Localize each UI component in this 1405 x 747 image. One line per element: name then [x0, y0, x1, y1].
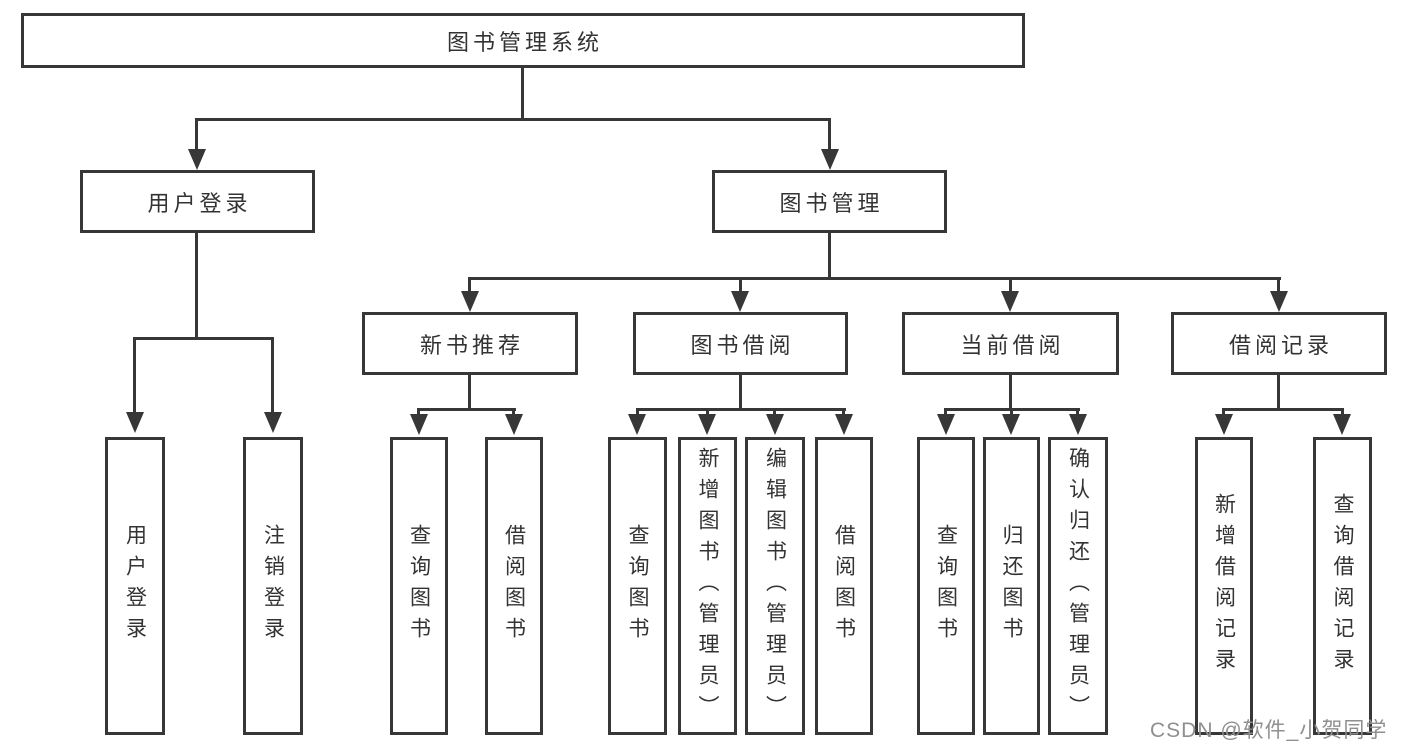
arrowhead-down-icon: [628, 414, 646, 435]
connector-line: [1010, 408, 1013, 416]
connector-line: [739, 375, 742, 408]
connector-line: [468, 277, 471, 293]
arrowhead-down-icon: [698, 414, 716, 435]
arrowhead-down-icon: [188, 149, 206, 170]
leaf-node-edit-book-admin: 编辑图书（管理员）: [745, 437, 805, 735]
leaf-node-label: 查询借阅记录: [1331, 493, 1354, 679]
group-node-label: 当前借阅: [960, 332, 1065, 358]
leaf-node-label: 归还图书: [1000, 524, 1023, 648]
arrowhead-down-icon: [1215, 414, 1233, 435]
connector-line: [828, 233, 831, 279]
arrowhead-down-icon: [1069, 414, 1087, 435]
connector-line: [842, 408, 845, 416]
arrowhead-down-icon: [731, 291, 749, 312]
group-node-label: 新书推荐: [419, 332, 524, 358]
arrowhead-down-icon: [264, 412, 282, 433]
connector-line: [1009, 375, 1012, 408]
connector-line: [706, 408, 709, 416]
connector-line: [468, 277, 1281, 280]
leaf-node-label: 查询图书: [626, 524, 649, 648]
root-node-system: 图书管理系统: [21, 13, 1025, 68]
leaf-node-label: 用户登录: [123, 524, 147, 648]
arrowhead-down-icon: [1270, 291, 1288, 312]
leaf-node-label: 确认归还（管理员）: [1066, 446, 1090, 726]
leaf-node-label: 新增图书（管理员）: [696, 446, 719, 726]
connector-line: [417, 408, 420, 416]
connector-line: [195, 118, 831, 121]
arrowhead-down-icon: [835, 414, 853, 435]
leaf-node-query-books-current: 查询图书: [917, 437, 975, 735]
group-node-book-borrow: 图书借阅: [633, 312, 848, 375]
connector-line: [512, 408, 515, 416]
leaf-node-query-borrow-record: 查询借阅记录: [1313, 437, 1372, 735]
arrowhead-down-icon: [1001, 291, 1019, 312]
leaf-node-borrow-books-recommend: 借阅图书: [485, 437, 543, 735]
connector-line: [1222, 408, 1225, 416]
arrowhead-down-icon: [821, 149, 839, 170]
leaf-node-label: 注销登录: [261, 524, 285, 648]
connector-line: [468, 375, 471, 408]
connector-line: [1222, 408, 1344, 411]
leaf-node-label: 借阅图书: [832, 524, 856, 648]
connector-line: [271, 337, 274, 414]
connector-line: [195, 118, 198, 154]
leaf-node-add-borrow-record: 新增借阅记录: [1195, 437, 1253, 735]
group-node-label: 图书借阅: [690, 332, 795, 358]
group-node-current-borrow: 当前借阅: [902, 312, 1119, 375]
branch-node-label: 用户登录: [147, 190, 252, 216]
group-node-label: 借阅记录: [1228, 332, 1333, 358]
leaf-node-query-books-recommend: 查询图书: [390, 437, 448, 735]
connector-line: [417, 408, 516, 411]
connector-line: [944, 408, 947, 416]
connector-line: [636, 408, 639, 416]
leaf-node-borrow-books: 借阅图书: [815, 437, 873, 735]
leaf-node-user-login: 用户登录: [105, 437, 165, 735]
leaf-node-label: 查询图书: [407, 524, 431, 648]
leaf-node-return-book: 归还图书: [983, 437, 1040, 735]
branch-node-book-management: 图书管理: [712, 170, 947, 233]
leaf-node-confirm-return-admin: 确认归还（管理员）: [1048, 437, 1108, 735]
group-node-borrow-records: 借阅记录: [1171, 312, 1387, 375]
arrowhead-down-icon: [766, 414, 784, 435]
root-node-label: 图书管理系统: [446, 29, 603, 55]
connector-line: [195, 233, 198, 337]
leaf-node-label: 新增借阅记录: [1212, 493, 1236, 679]
arrowhead-down-icon: [126, 412, 144, 433]
connector-line: [133, 337, 274, 340]
branch-node-label: 图书管理: [779, 190, 884, 216]
arrowhead-down-icon: [937, 414, 955, 435]
leaf-node-add-book-admin: 新增图书（管理员）: [678, 437, 737, 735]
leaf-node-logout: 注销登录: [243, 437, 303, 735]
leaf-node-label: 借阅图书: [502, 524, 526, 648]
connector-line: [773, 408, 776, 416]
connector-line: [636, 408, 846, 411]
arrowhead-down-icon: [461, 291, 479, 312]
connector-line: [739, 277, 742, 293]
arrowhead-down-icon: [410, 414, 428, 435]
connector-line: [1076, 408, 1079, 416]
csdn-watermark: CSDN @软件_小贺同学: [1150, 719, 1388, 742]
arrowhead-down-icon: [1333, 414, 1351, 435]
branch-node-user-login: 用户登录: [80, 170, 315, 233]
connector-line: [828, 118, 831, 154]
connector-line: [1009, 277, 1012, 293]
arrowhead-down-icon: [505, 414, 523, 435]
connector-line: [1341, 408, 1344, 416]
group-node-new-book-recommend: 新书推荐: [362, 312, 578, 375]
connector-line: [133, 337, 136, 414]
leaf-node-label: 查询图书: [934, 524, 958, 648]
connector-line: [521, 68, 524, 118]
leaf-node-label: 编辑图书（管理员）: [763, 446, 787, 726]
leaf-node-query-books-borrow: 查询图书: [608, 437, 667, 735]
connector-line: [1277, 277, 1280, 293]
connector-line: [1277, 375, 1280, 408]
arrowhead-down-icon: [1002, 414, 1020, 435]
